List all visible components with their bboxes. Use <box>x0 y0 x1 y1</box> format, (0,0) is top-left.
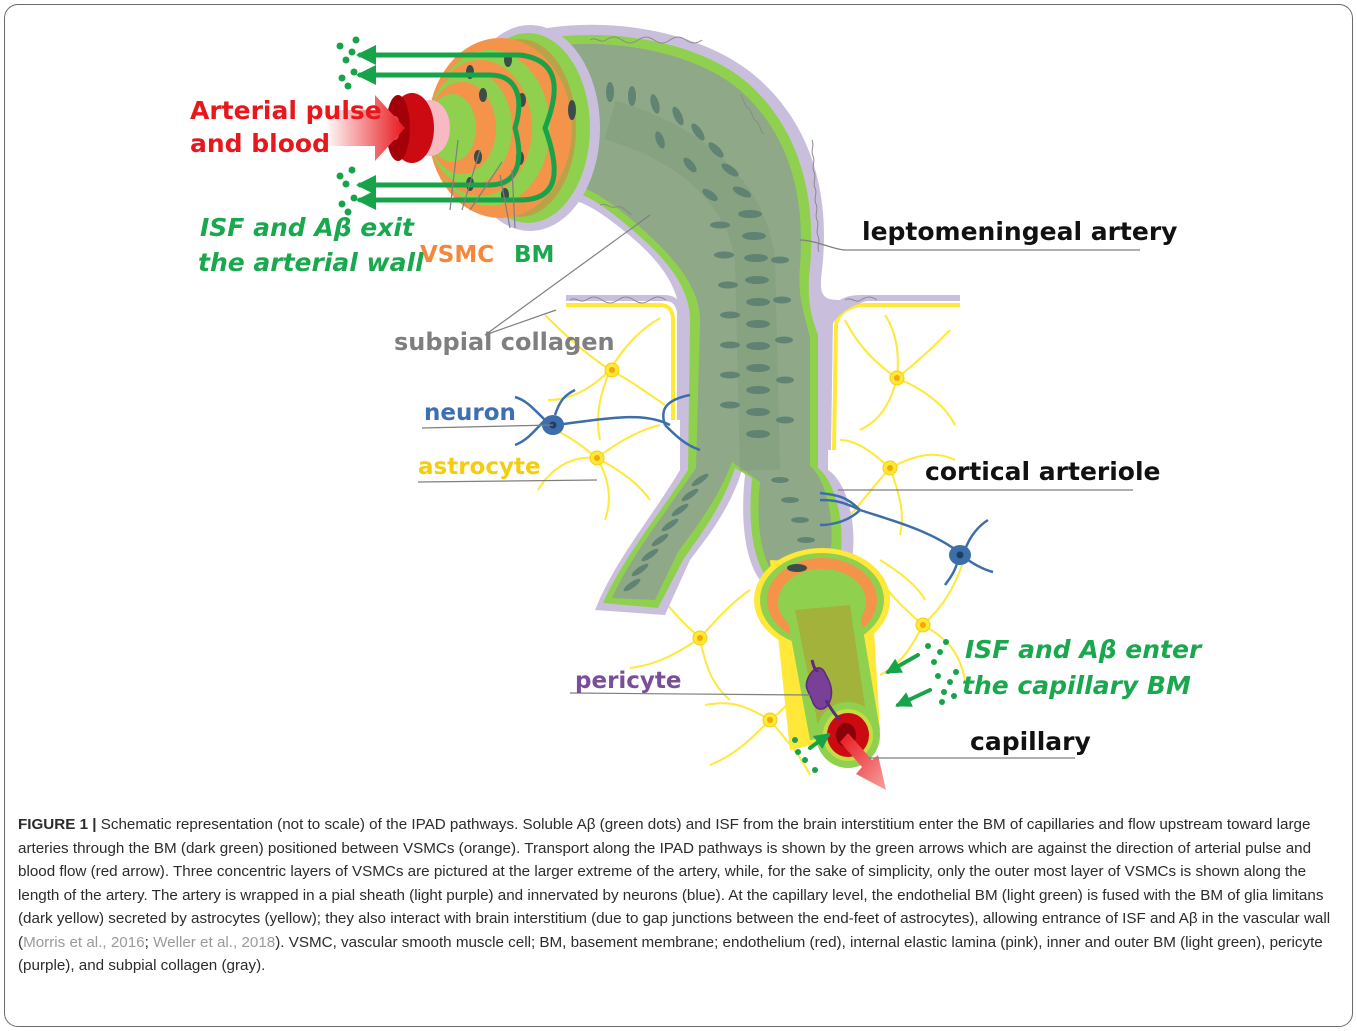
caption-text-part1: Schematic representation (not to scale) … <box>18 816 1330 951</box>
label-subpial-collagen: subpial collagen <box>394 328 615 356</box>
label-capillary: capillary <box>970 727 1091 756</box>
caption-ref-morris[interactable]: Morris et al., 2016 <box>23 934 145 951</box>
figure-caption: FIGURE 1 | Schematic representation (not… <box>18 813 1336 978</box>
label-isf-enter-2: the capillary BM <box>962 671 1191 700</box>
label-isf-exit-2: the arterial wall <box>198 248 424 277</box>
caption-ref-weller[interactable]: Weller et al., 2018 <box>153 934 275 951</box>
capillary-segment <box>754 548 890 768</box>
ipad-diagram: Arterial pulse and blood ISF and Aβ exit… <box>0 0 1357 800</box>
neuron-right-nucleus <box>957 552 964 559</box>
label-neuron: neuron <box>424 400 516 426</box>
label-isf-exit-1: ISF and Aβ exit <box>200 213 415 242</box>
label-astrocyte: astrocyte <box>418 454 541 480</box>
label-leptomeningeal-artery: leptomeningeal artery <box>862 217 1177 246</box>
label-vsmc: VSMC <box>420 242 494 268</box>
label-isf-enter-1: ISF and Aβ enter <box>965 635 1203 664</box>
label-arterial-pulse-1: Arterial pulse <box>190 96 382 125</box>
label-bm: BM <box>514 242 554 268</box>
figure-label: FIGURE 1 | <box>18 816 97 833</box>
label-arterial-pulse-2: and blood <box>190 129 330 158</box>
label-pericyte: pericyte <box>575 668 682 694</box>
caption-ref-separator: ; <box>145 934 153 951</box>
label-cortical-arteriole: cortical arteriole <box>925 457 1161 486</box>
